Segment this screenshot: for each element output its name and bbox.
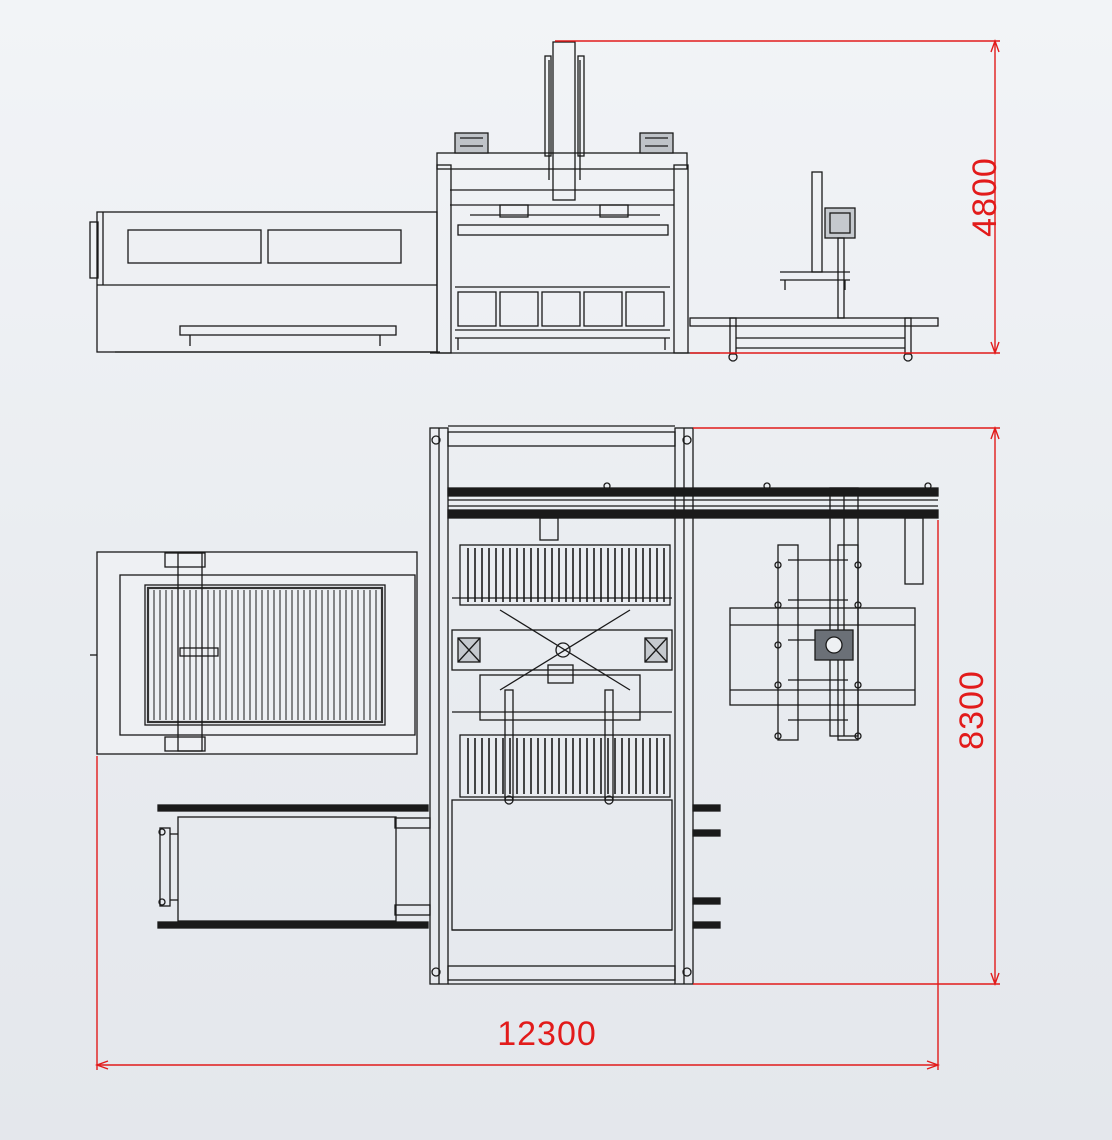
plan-manipulator bbox=[451, 597, 673, 805]
plan-laser-cutter bbox=[90, 551, 418, 755]
length-dimension-label: 12300 bbox=[497, 1015, 597, 1053]
height-dimension bbox=[555, 38, 1000, 356]
side-laser-cutter bbox=[89, 211, 440, 353]
plan-transfer-rail bbox=[447, 482, 939, 585]
plan-unload-station bbox=[729, 487, 916, 741]
length-dimension bbox=[94, 520, 941, 1070]
depth-dimension-label: 8300 bbox=[953, 670, 991, 750]
plan-view: 8300 12300 bbox=[90, 425, 1000, 1070]
plan-suction-lower bbox=[459, 734, 671, 798]
height-dimension-label: 4800 bbox=[966, 157, 1004, 237]
plan-exit-rails bbox=[692, 804, 721, 929]
side-gantry-loader bbox=[430, 41, 720, 354]
plan-suction-upper bbox=[459, 544, 671, 606]
depth-dimension bbox=[693, 425, 1000, 987]
side-elevation-view: 4800 bbox=[89, 38, 1004, 362]
side-unload-table bbox=[689, 171, 939, 362]
plan-gantry-frame bbox=[429, 425, 694, 985]
plan-material-cart bbox=[157, 804, 431, 929]
